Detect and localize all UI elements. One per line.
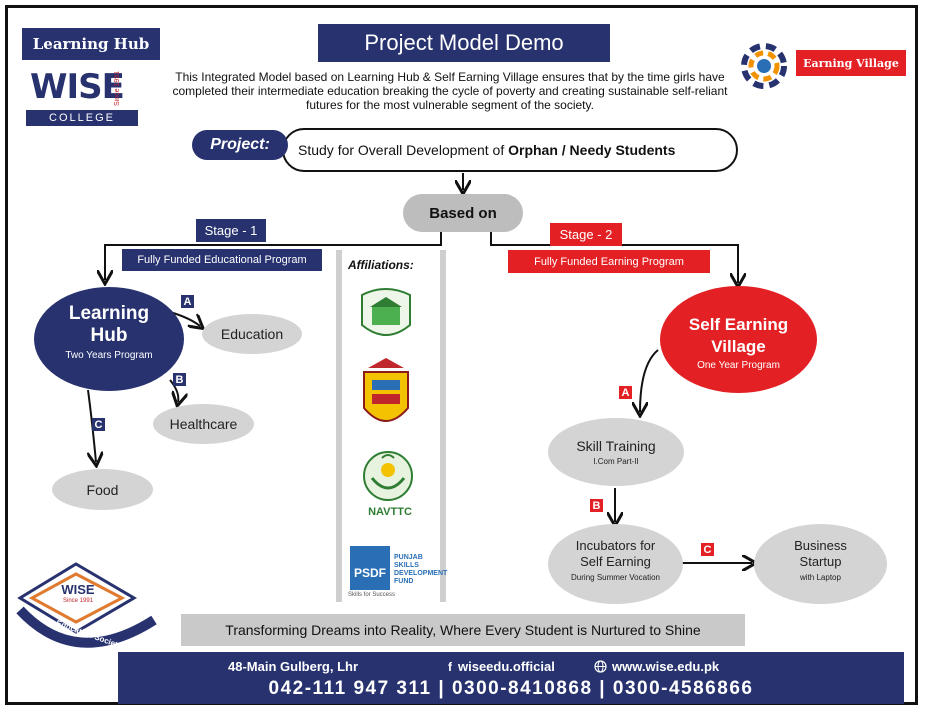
navttc-text: NAVTTC (368, 506, 412, 518)
psdf-tagline: Skills for Success (348, 592, 396, 598)
skill-training-node: Skill Training I.Com Part-II (548, 418, 684, 486)
self-earning-village-node: Self Earning Village One Year Program (660, 286, 817, 393)
learning-hub-title-1: Learning (68, 303, 150, 324)
healthcare-node: Healthcare (153, 404, 254, 444)
psdf-block-icon (350, 546, 390, 590)
project-text-prefix: Study for Overall Development of (298, 142, 505, 158)
society-since-text: Since 1991 (62, 598, 94, 604)
project-description-box: Study for Overall Development of Orphan … (282, 128, 738, 172)
food-node: Food (52, 469, 153, 510)
facebook-icon: f (448, 660, 452, 674)
education-society-logo: WISE Since 1991 Education Society (14, 560, 164, 660)
stage-2-tag-c: C (701, 543, 714, 556)
stage-1-label: Stage - 1 (196, 219, 266, 242)
wise-since-text: Since 1991 (114, 70, 121, 106)
stage-1-tag-c: C (92, 418, 105, 431)
project-text-bold: Orphan / Needy Students (508, 142, 676, 158)
wise-logo-text: WISE (30, 67, 125, 107)
learning-hub-title-2: Hub (90, 325, 128, 346)
startup-title-1: Business (794, 538, 847, 553)
footer-contact-bar: 48-Main Gulberg, Lhr f wiseedu.official w… (118, 652, 904, 704)
education-society-emblem-icon (16, 562, 157, 648)
society-wise-text: WISE (61, 582, 95, 597)
village-sub: One Year Program (697, 360, 780, 371)
footer-website-link[interactable]: www.wise.edu.pk (594, 659, 719, 674)
stage-1-tag-b: B (173, 373, 186, 386)
navttc-emblem-icon (363, 451, 413, 501)
village-title-1: Self Earning (688, 315, 789, 334)
stage-2-label: Stage - 2 (550, 223, 622, 246)
learning-hub-sub: Two Years Program (65, 350, 153, 361)
earning-village-emblem-icon (741, 43, 787, 89)
globe-icon (594, 660, 607, 673)
university-crest-icon (363, 358, 409, 422)
footer-address: 48-Main Gulberg, Lhr (228, 659, 359, 674)
learning-hub-node: Learning Hub Two Years Program (34, 287, 184, 391)
learning-hub-badge: Learning Hub (22, 28, 160, 60)
skill-title: Skill Training (576, 438, 656, 454)
startup-sub: with Laptop (800, 573, 841, 582)
psdf-logo: PSDF PUNJAB SKILLS DEVELOPMENT FUND Skil… (348, 540, 447, 602)
earning-village-logo: Earning Village (736, 38, 912, 94)
psdf-name-line-3: DEVELOPMENT (394, 570, 448, 577)
incubator-title-2: Self Earning (580, 554, 651, 569)
business-startup-node: Business Startup with Laptop (754, 524, 887, 604)
project-description: Study for Overall Development of Orphan … (298, 130, 675, 170)
stage-2-program: Fully Funded Earning Program (508, 250, 710, 273)
stage-2-tag-b: B (590, 499, 603, 512)
based-on-node: Based on (403, 194, 523, 232)
startup-title-2: Startup (799, 554, 842, 569)
incubator-sub: During Summer Vocation (571, 573, 660, 582)
footer-facebook-text: wiseedu.official (458, 659, 555, 674)
earning-village-badge: Earning Village (796, 50, 906, 76)
wise-college-logo: WISE Since 1991 COLLEGE (26, 68, 139, 128)
board-emblem-icon (361, 288, 411, 336)
affiliations-divider-left (336, 250, 342, 602)
psdf-name-line-2: SKILLS (394, 562, 419, 569)
skill-sub: I.Com Part-II (593, 457, 639, 466)
incubators-node: Incubators for Self Earning During Summe… (548, 524, 683, 604)
footer-phones: 042-111 947 311 | 0300-8410868 | 0300-45… (268, 678, 754, 699)
stage-1-program: Fully Funded Educational Program (122, 249, 322, 271)
psdf-name-line-1: PUNJAB (394, 554, 423, 561)
page-title: Project Model Demo (318, 24, 610, 62)
stage-2-tag-a: A (619, 386, 632, 399)
tagline-banner: Transforming Dreams into Reality, Where … (181, 614, 745, 646)
intro-paragraph: This Integrated Model based on Learning … (172, 70, 728, 112)
village-title-2: Village (711, 337, 766, 356)
psdf-abbr: PSDF (353, 566, 386, 580)
affiliations-title: Affiliations: (348, 258, 414, 272)
wise-college-text: COLLEGE (26, 110, 138, 126)
project-label: Project: (192, 130, 288, 160)
stage-1-tag-a: A (181, 295, 194, 308)
affiliations-divider-right (440, 250, 446, 602)
education-node: Education (202, 314, 302, 354)
footer-website-text: www.wise.edu.pk (612, 659, 720, 674)
psdf-name-line-4: FUND (394, 578, 414, 585)
incubator-title-1: Incubators for (575, 538, 656, 553)
psdf-name: PUNJAB SKILLS DEVELOPMENT FUND (394, 554, 447, 586)
footer-facebook-link[interactable]: f wiseedu.official (448, 659, 555, 674)
